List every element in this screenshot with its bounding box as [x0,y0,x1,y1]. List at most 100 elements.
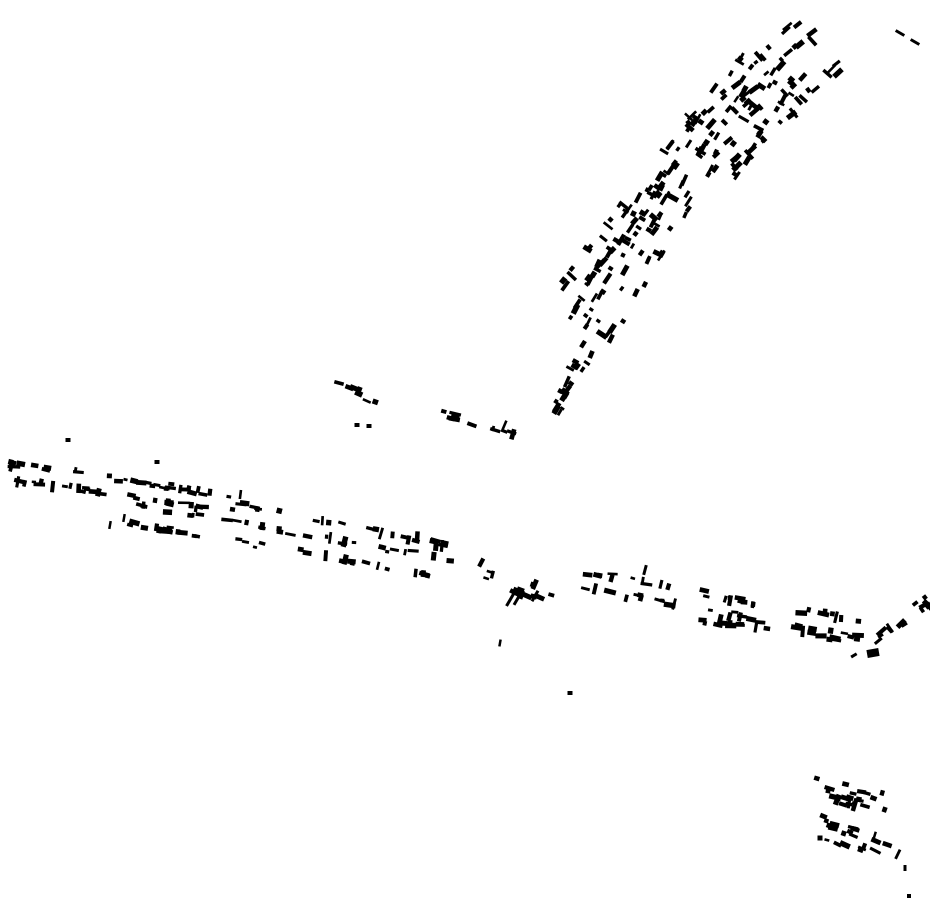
building [750,601,756,607]
building [646,190,658,199]
building [780,88,790,98]
building [430,551,437,561]
building [745,615,757,623]
building [193,505,198,513]
building [351,540,357,545]
building [642,564,648,576]
building [635,224,642,231]
building [648,217,658,229]
building [815,633,827,639]
building [817,610,830,618]
building [638,209,646,217]
building [257,525,266,531]
building [719,620,729,627]
building [16,460,26,468]
building [792,20,803,30]
building [895,618,907,630]
building [403,548,408,556]
building [95,491,107,497]
building [841,781,850,788]
building [579,366,586,373]
building [530,590,540,602]
building [366,424,372,428]
building [354,389,364,398]
building [733,171,741,181]
building [177,501,190,505]
building [641,576,645,583]
building [595,258,606,270]
building [869,794,878,802]
building [623,594,629,603]
building [806,27,818,38]
building [235,502,247,507]
building [207,488,213,496]
building [719,88,727,96]
building [795,609,808,617]
building [855,618,862,624]
building [61,484,69,489]
building [711,150,721,159]
building [106,473,113,479]
building [232,518,242,524]
building [909,38,921,46]
building [320,515,325,526]
building [584,281,590,287]
building [571,358,580,366]
building [829,611,836,617]
building [201,504,209,510]
building [241,539,250,544]
building [41,466,51,473]
building [684,122,695,133]
building [413,568,418,578]
building [753,50,765,62]
building [325,519,332,526]
building [362,397,372,404]
building [777,100,785,107]
building [846,828,854,836]
building [881,806,888,813]
building [632,230,639,238]
building [140,503,148,509]
building [743,97,752,106]
building [705,117,717,131]
building [806,606,812,613]
building [743,149,755,160]
building [580,586,591,592]
building [522,591,533,601]
building [258,540,266,546]
building [653,221,661,228]
building [440,408,447,415]
building [166,525,174,529]
building [817,835,823,841]
building [565,365,575,372]
building [722,135,734,146]
building [516,586,525,592]
building [823,784,836,793]
building [619,318,627,325]
building [591,583,599,595]
building [734,58,745,66]
building [918,606,926,614]
building [810,84,821,94]
building [734,623,745,627]
building [638,215,647,223]
building [344,383,355,392]
building [675,146,681,152]
building [73,466,78,474]
building [347,558,356,565]
building [838,840,851,850]
building [685,119,692,127]
building [727,595,733,601]
building [114,478,123,484]
building [658,170,668,179]
building [840,631,849,636]
building [424,572,431,579]
building [747,63,755,71]
building [430,537,442,544]
building [771,79,778,86]
building [560,280,571,292]
building [659,193,669,206]
building [838,614,844,623]
building [663,601,676,609]
